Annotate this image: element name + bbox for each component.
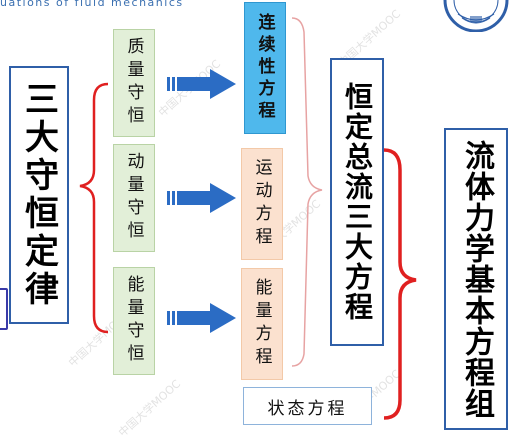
- university-logo: [426, 0, 511, 36]
- equation-box-energy: 能量方程: [241, 268, 283, 380]
- conclusion-box: 流体力学基本方程组: [444, 128, 508, 430]
- middle-brace: [291, 17, 323, 367]
- law-box-momentum: 动量守恒: [113, 144, 155, 252]
- principle-box: 三大守恒定律: [9, 66, 69, 324]
- arrow-momentum: [167, 183, 236, 213]
- slide-subtitle: uations of fluid mechanics: [0, 0, 184, 9]
- arrow-mass: [167, 69, 236, 99]
- equation-box-motion: 运动方程: [241, 148, 283, 260]
- left-brace: [79, 82, 109, 334]
- slide-edge-tab: [0, 288, 8, 330]
- law-box-mass: 质量守恒: [113, 29, 155, 137]
- law-box-energy: 能量守恒: [113, 267, 155, 375]
- group-label-box: 恒定总流三大方程: [330, 58, 384, 346]
- state-equation-box: 状态方程: [243, 387, 372, 425]
- right-brace: [383, 148, 417, 420]
- arrow-energy: [167, 303, 236, 333]
- equation-box-continuity: 连续性方程: [244, 2, 286, 134]
